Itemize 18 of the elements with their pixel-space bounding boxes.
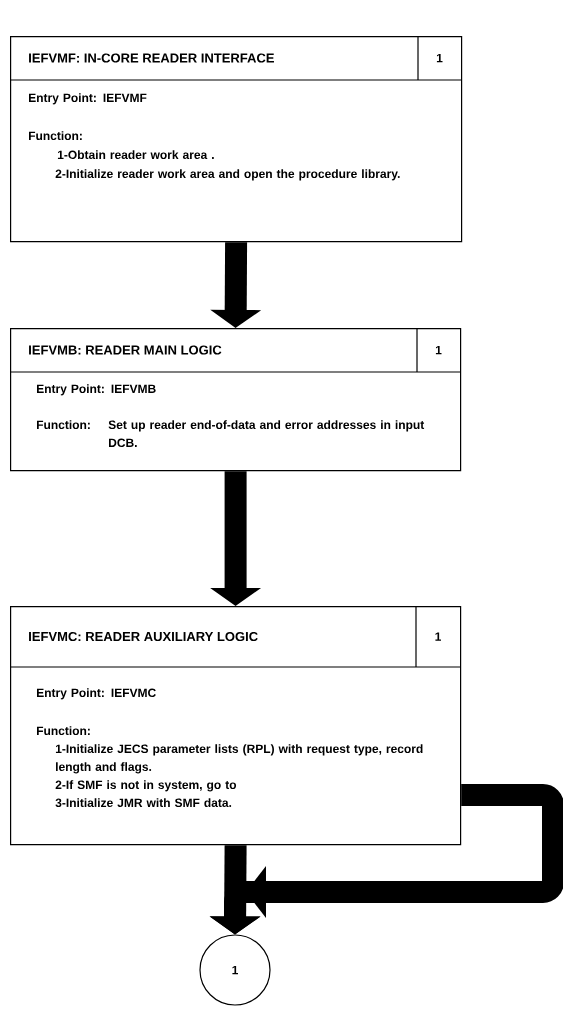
page-number: 1 <box>435 632 441 641</box>
function-step: Set up reader end-of-data and error addresses in input DCB. <box>108 420 425 447</box>
function-step: 1-Initialize JECS parameter lists (RPL) with request type, record length and flags. <box>55 744 423 774</box>
function-heading: Function: <box>37 726 90 735</box>
box-title: IEFVMF: IN-CORE READER INTERFACE <box>29 53 274 63</box>
entry-point-text: Entry Point: IEFVMB <box>37 384 156 396</box>
function-step: 1-Obtain reader work area . <box>57 150 214 159</box>
function-step: 3-Initialize JMR with SMF data. <box>55 798 232 808</box>
page-number: 1 <box>435 345 442 355</box>
function-heading: Function: <box>37 420 90 429</box>
page-number: 1 <box>436 53 443 63</box>
function-step: 2-If SMF is not in system, go to <box>55 780 237 792</box>
entry-point-text: Entry Point: IEFVMC <box>37 688 156 700</box>
entry-point-text: Entry Point: IEFVMF <box>29 93 147 105</box>
function-step: 2-Initialize reader work area and open the procedure library. <box>55 169 400 181</box>
box-title: IEFVMB: READER MAIN LOGIC <box>29 345 222 355</box>
function-heading: Function: <box>29 131 82 140</box>
box-title: IEFVMC: READER AUXILIARY LOGIC <box>29 631 258 642</box>
